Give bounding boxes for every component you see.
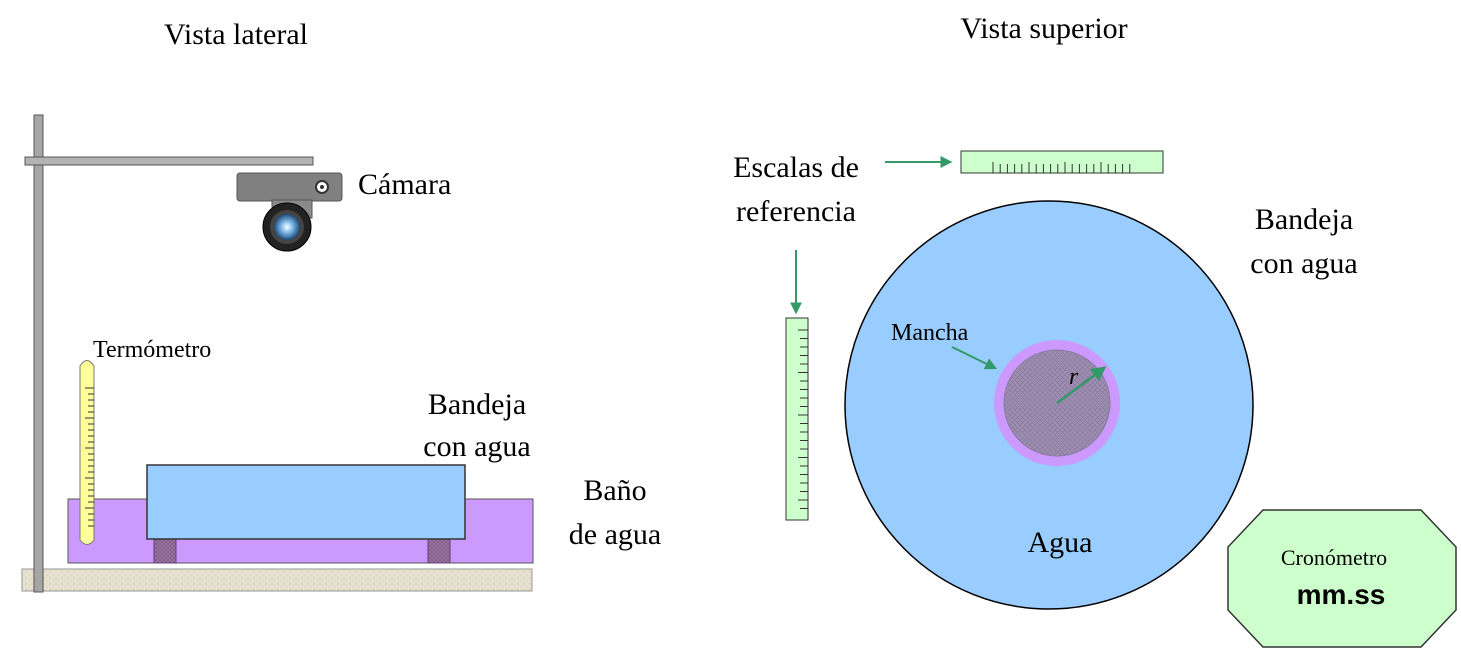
bath-label-2: de agua — [569, 518, 661, 551]
stopwatch-display: mm.ss — [1297, 579, 1386, 610]
base-board — [21, 568, 533, 592]
camera-icon — [236, 172, 343, 252]
water-label: Agua — [1028, 526, 1093, 559]
tray-support-left — [153, 538, 177, 564]
bath-label-1: Baño — [583, 474, 646, 507]
camera-label: Cámara — [358, 168, 451, 201]
top-tray-label-1: Bandeja — [1255, 203, 1353, 236]
arrow-to-stain — [951, 346, 998, 370]
top-view-title: Vista superior — [960, 12, 1127, 45]
top-tray-label-2: con agua — [1250, 247, 1357, 280]
side-tray-label-1: Bandeja — [428, 388, 526, 421]
scales-label-1: Escalas de — [733, 151, 859, 184]
side-view-title: Vista lateral — [164, 18, 308, 51]
stand-pole — [33, 114, 44, 593]
tray-support-right — [427, 538, 451, 564]
vertical-scale — [785, 317, 809, 521]
stopwatch — [1227, 509, 1457, 648]
stopwatch-label: Cronómetro — [1281, 545, 1387, 570]
thermometer-label: Termómetro — [93, 337, 211, 363]
radius-label: r — [1069, 364, 1079, 390]
thermometer-icon — [79, 360, 95, 545]
tray-side — [146, 464, 466, 540]
stain-label: Mancha — [891, 320, 969, 346]
stand-arm — [24, 156, 314, 166]
scales-label-2: referencia — [736, 195, 856, 228]
horizontal-scale — [960, 150, 1164, 174]
radius-arrow — [1056, 366, 1107, 405]
side-tray-label-2: con agua — [423, 430, 530, 463]
